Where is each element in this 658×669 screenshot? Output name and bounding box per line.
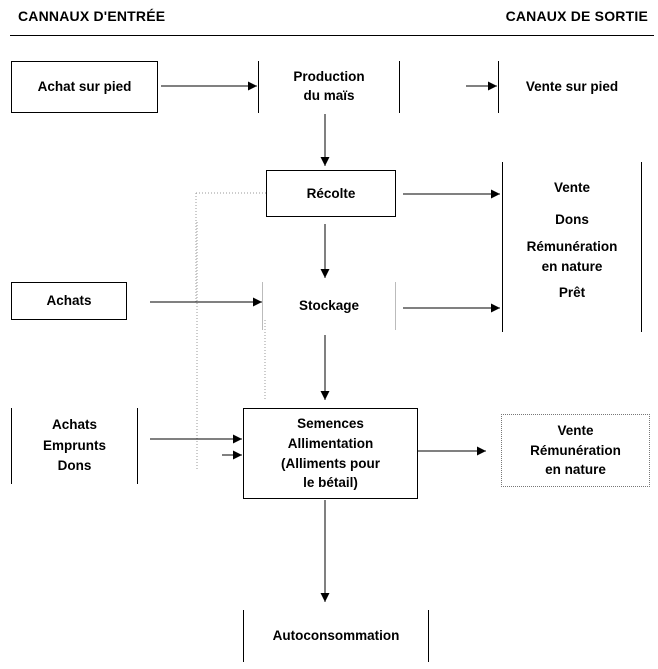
inputs-title: CANNAUX D'ENTRÉE <box>18 8 166 24</box>
label-vente-1: Vente <box>553 180 591 195</box>
label-pret: Prêt <box>558 285 586 300</box>
label-emprunts: Emprunts <box>42 437 106 453</box>
label-du-mais: du maïs <box>303 88 355 103</box>
label-allimentation: Allimentation <box>287 435 374 451</box>
label-remuneration-2: Rémunération <box>530 442 621 458</box>
box-achat-sur-pied: Achat sur pied <box>11 61 158 113</box>
label-vente-sur-pied: Vente sur pied <box>525 79 619 95</box>
label-dons-input: Dons <box>57 458 92 474</box>
dotted-guides <box>195 192 266 470</box>
label-aliments-pour: (Alliments pour <box>280 455 380 471</box>
label-achat-sur-pied: Achat sur pied <box>37 79 132 95</box>
label-le-betail: le bétail) <box>303 475 358 491</box>
box-production-du-mais: Production du maïs <box>258 61 400 113</box>
box-outputs-group-two: Vente Rémunération en nature <box>501 414 650 487</box>
label-autoconsommation: Autoconsommation <box>272 628 400 644</box>
box-vente-sur-pied: Vente sur pied <box>498 61 645 113</box>
label-stockage: Stockage <box>298 298 360 314</box>
label-semences: Semences <box>297 416 364 432</box>
label-vente-2: Vente <box>557 423 594 439</box>
label-dons-output: Dons <box>555 212 589 228</box>
box-autoconsommation: Autoconsommation <box>243 610 429 662</box>
box-outputs-group-one: Vente Dons Rémunération en nature Prêt <box>502 162 642 332</box>
label-achats: Achats <box>46 293 92 309</box>
box-achats: Achats <box>11 282 127 320</box>
box-stockage: Stockage <box>262 282 396 330</box>
label-recolte: Récolte <box>306 185 356 201</box>
label-en-nature-1: en nature <box>541 258 603 274</box>
box-achats-emprunts-dons: Achats Emprunts Dons <box>11 408 138 484</box>
box-recolte: Récolte <box>266 170 396 217</box>
label-achats-2: Achats <box>51 416 97 432</box>
label-en-nature-2: en nature <box>545 462 606 478</box>
outputs-title: CANAUX DE SORTIE <box>505 8 648 24</box>
label-production: Production <box>293 69 365 85</box>
label-remuneration-1: Rémunération <box>526 238 618 254</box>
header-divider <box>10 35 654 36</box>
box-semences-alimentation: Semences Allimentation (Alliments pour l… <box>243 408 418 499</box>
